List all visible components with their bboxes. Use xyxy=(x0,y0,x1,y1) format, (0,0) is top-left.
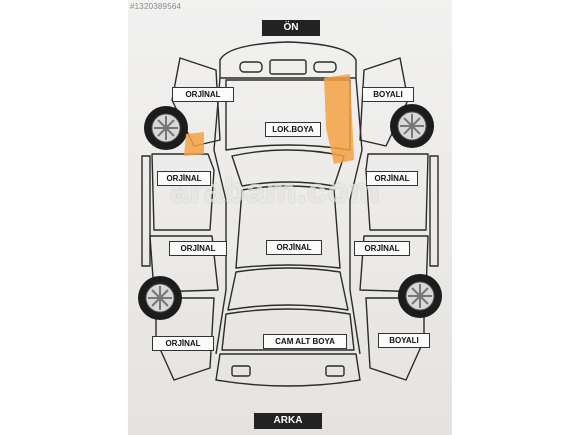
label-right-front-door: ORJİNAL xyxy=(366,171,418,186)
front-label: ÖN xyxy=(262,20,320,36)
label-right-front-fender: BOYALI xyxy=(362,87,414,102)
car-outline-diagram xyxy=(138,41,442,387)
label-left-front-fender: ORJİNAL xyxy=(172,87,234,102)
photo-id-text: #1320389564 xyxy=(130,2,182,11)
label-right-rear-door: ORJİNAL xyxy=(354,241,410,256)
label-hood: LOK.BOYA xyxy=(265,122,321,137)
label-left-rear-door: ORJİNAL xyxy=(169,241,227,256)
paint-mark-hood xyxy=(324,74,354,164)
paint-mark-left-fender xyxy=(184,132,204,156)
wheel-icons xyxy=(138,104,442,320)
rear-label: ARKA xyxy=(254,413,322,429)
car-diagram-photo xyxy=(128,0,452,435)
label-trunk: CAM ALT BOYA xyxy=(263,334,347,349)
label-left-rear-fender: ORJİNAL xyxy=(152,336,214,351)
label-roof: ORJİNAL xyxy=(266,240,322,255)
label-left-front-door: ORJİNAL xyxy=(157,171,211,186)
label-right-rear-fender: BOYALI xyxy=(378,333,430,348)
